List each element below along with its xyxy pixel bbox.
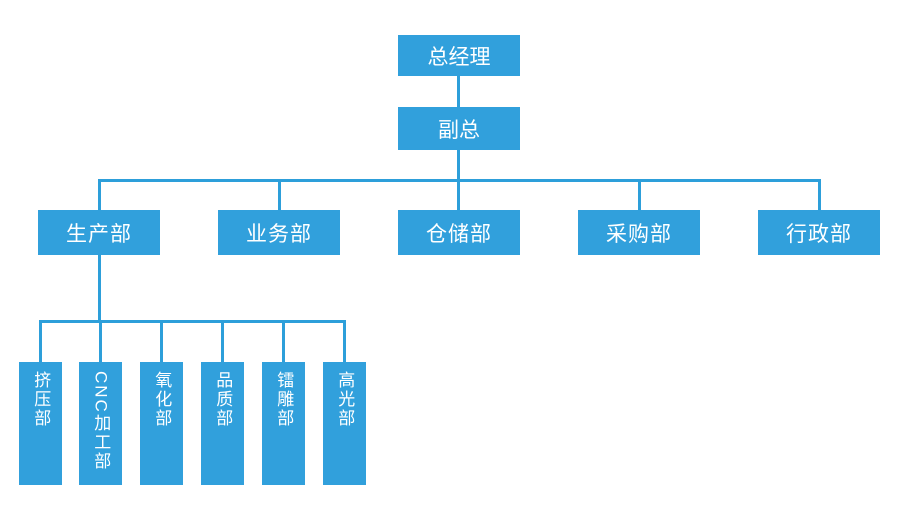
- connector-stub-quality: [221, 320, 224, 362]
- node-sub-extrusion: 挤压部: [19, 362, 62, 485]
- node-dept-production: 生产部: [38, 210, 160, 255]
- node-sub-quality-label: 品质部: [213, 371, 233, 428]
- node-sub-cnc-machining: CNC加工部: [79, 362, 122, 485]
- connector-gm-to-deputy: [457, 76, 460, 107]
- connector-deputy-to-bus: [457, 150, 460, 182]
- node-sub-high-gloss: 高光部: [323, 362, 366, 485]
- node-general-manager-label: 总经理: [427, 45, 491, 69]
- node-deputy-general-manager: 副总: [398, 107, 520, 150]
- node-dept-warehouse: 仓储部: [398, 210, 520, 255]
- connector-level4-bus: [39, 320, 346, 323]
- node-sub-laser-engraving: 镭雕部: [262, 362, 305, 485]
- node-deputy-general-manager-label: 副总: [438, 118, 480, 142]
- node-sub-cnc-machining-label: CNC加工部: [91, 371, 111, 471]
- node-dept-purchasing-label: 采购部: [606, 222, 672, 246]
- node-dept-business: 业务部: [218, 210, 340, 255]
- connector-stub-extrusion: [39, 320, 42, 362]
- connector-production-to-bus: [98, 255, 101, 323]
- connector-stub-laser: [282, 320, 285, 362]
- node-sub-oxidation-label: 氧化部: [152, 371, 172, 428]
- node-dept-admin-label: 行政部: [786, 222, 852, 246]
- connector-stub-warehouse: [457, 179, 460, 210]
- node-dept-purchasing: 采购部: [578, 210, 700, 255]
- node-sub-quality: 品质部: [201, 362, 244, 485]
- connector-stub-production: [98, 179, 101, 210]
- connector-stub-business: [278, 179, 281, 210]
- connector-stub-purchasing: [638, 179, 641, 210]
- node-sub-extrusion-label: 挤压部: [31, 371, 51, 428]
- node-sub-laser-engraving-label: 镭雕部: [274, 371, 294, 428]
- node-dept-admin: 行政部: [758, 210, 880, 255]
- node-general-manager: 总经理: [398, 35, 520, 76]
- node-sub-oxidation: 氧化部: [140, 362, 183, 485]
- node-dept-warehouse-label: 仓储部: [426, 222, 492, 246]
- connector-stub-cnc: [99, 320, 102, 362]
- connector-stub-oxidation: [160, 320, 163, 362]
- connector-stub-admin: [818, 179, 821, 210]
- node-dept-business-label: 业务部: [246, 222, 312, 246]
- node-sub-high-gloss-label: 高光部: [335, 371, 355, 428]
- connector-stub-gloss: [343, 320, 346, 362]
- node-dept-production-label: 生产部: [66, 222, 132, 246]
